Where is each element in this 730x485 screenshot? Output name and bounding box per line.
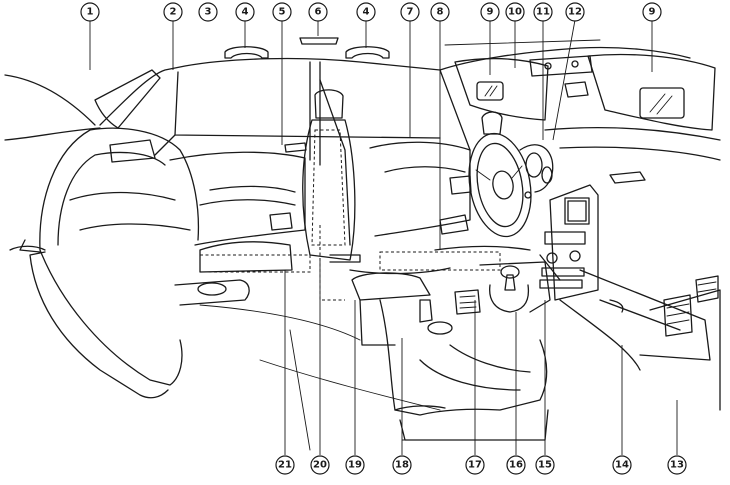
rear-headrest [109,139,156,163]
callout-1: 1 [80,2,100,22]
vanity-mirror-right [639,87,685,119]
callout-3: 3 [198,2,218,22]
callout-14: 14 [612,455,632,475]
callout-8-label: 8 [437,7,444,18]
center-stack [549,184,599,301]
dashboard [369,111,721,411]
instrument-cluster [525,152,543,178]
callout-13-label: 13 [670,460,684,471]
sun-visor-right [587,53,716,131]
horn-pad [492,170,514,200]
gear-boot [489,284,530,313]
callout-11-label: 11 [536,7,550,18]
callout-12: 12 [565,2,585,22]
callout-8: 8 [430,2,450,22]
front-seats [302,89,549,441]
callout-9-left-label: 9 [487,7,494,18]
rear-view-mirror [299,37,339,45]
callout-11: 11 [533,2,553,22]
steering-wheel [468,132,532,238]
callout-17-label: 17 [468,460,482,471]
grab-handle-right [345,46,390,59]
callout-10: 10 [505,2,525,22]
callout-4-right-label: 4 [363,7,370,18]
gear-knob [500,265,520,279]
callout-10-label: 10 [508,7,522,18]
leader-lines [89,19,678,455]
callout-15: 15 [535,455,555,475]
rear-armrest [174,279,250,306]
overhead-console [529,55,593,77]
roof-and-windows [4,37,691,246]
floor [199,225,441,451]
callout-12-label: 12 [568,7,582,18]
grab-handle-left [224,46,269,59]
front-armrest [351,272,431,301]
callout-9-right-label: 9 [649,7,656,18]
rear-seat [9,127,311,399]
driver-headrest-rear [314,89,344,119]
callout-9-left: 9 [480,2,500,22]
side-vent [663,294,693,337]
callout-6-label: 6 [315,7,322,18]
callout-7: 7 [400,2,420,22]
callout-2-label: 2 [170,7,177,18]
callout-9-right: 9 [642,2,662,22]
callout-20-label: 20 [313,460,327,471]
callout-13: 13 [667,455,687,475]
sun-visor-left [454,57,549,121]
callout-7-label: 7 [407,7,414,18]
glove-box-latch [609,299,624,313]
callout-21: 21 [275,455,295,475]
callout-17: 17 [465,455,485,475]
rear-door-lock [284,142,307,153]
callout-19-label: 19 [348,460,362,471]
sun-visors [454,53,716,131]
callout-14-label: 14 [615,460,629,471]
rear-cupholder [197,282,227,296]
callout-5-label: 5 [279,7,286,18]
callout-21-label: 21 [278,460,292,471]
callout-3-label: 3 [205,7,212,18]
callout-1-label: 1 [87,7,94,18]
power-window-switches [454,289,481,315]
callout-4-left-label: 4 [242,7,249,18]
callout-2: 2 [163,2,183,22]
side-mirror [481,111,503,135]
callout-6: 6 [308,2,328,22]
center-display [564,197,590,225]
callout-18: 18 [392,455,412,475]
callout-16: 16 [506,455,526,475]
callout-15-label: 15 [538,460,552,471]
vanity-mirror-left [476,81,504,101]
callout-18-label: 18 [395,460,409,471]
callout-16-label: 16 [509,460,523,471]
callout-20: 20 [310,455,330,475]
callout-5: 5 [272,2,292,22]
callout-4-left: 4 [235,2,255,22]
callout-4-right: 4 [356,2,376,22]
center-console [351,251,561,346]
callout-19: 19 [345,455,365,475]
